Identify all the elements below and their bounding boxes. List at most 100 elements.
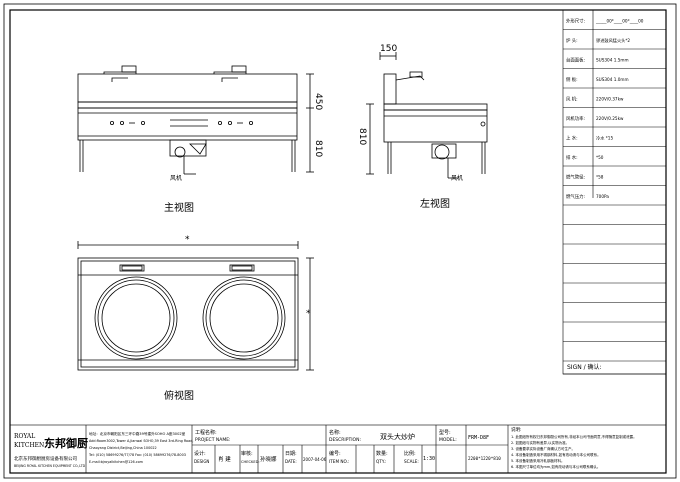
spec-row-value: _____00*____00*____00 bbox=[595, 19, 644, 24]
knob bbox=[248, 121, 253, 126]
left-fan bbox=[434, 144, 450, 160]
company-phone: Tel: (010) 58699276/77/78 Fax: (010) 586… bbox=[88, 453, 186, 457]
note-line: 5. 本设备制造采用冷轧钢板材料。 bbox=[511, 458, 564, 463]
address-en-2: Chaoyang District,Beijing,China 100022 bbox=[89, 446, 157, 450]
check-value: 孙晓娜 bbox=[260, 455, 277, 463]
item-label-en: ITEM NO.: bbox=[329, 459, 349, 464]
project-label: 工程名称: bbox=[195, 429, 217, 436]
front-dim-lower: 810 bbox=[313, 140, 323, 157]
top-view-title: 俯视图 bbox=[164, 389, 194, 402]
model-label: 型号: bbox=[439, 429, 451, 436]
address-cn: 地址：北京市朝阳区东三环中路39号建外SOHO A座3002室 bbox=[89, 431, 186, 436]
front-backsplash bbox=[77, 73, 298, 103]
left-dim-top: 150 bbox=[380, 44, 397, 54]
model-value: FRM-D8F bbox=[468, 435, 489, 441]
qty-label-en: QTY.: bbox=[376, 459, 386, 464]
design-value: 肖 建 bbox=[218, 455, 231, 463]
left-worktop bbox=[383, 103, 488, 111]
company-line: 北京东邦御厨厨房设备有限公司 bbox=[14, 455, 77, 462]
top-view bbox=[77, 241, 314, 371]
front-faucet-spout-right bbox=[221, 77, 238, 82]
spec-row-label: 燃气管径: bbox=[566, 174, 585, 181]
spec-row-value: 锣进鼓风猛火头*2 bbox=[596, 37, 630, 44]
knob bbox=[217, 121, 222, 126]
spec-row-value: SUS304 1.0mm bbox=[596, 77, 629, 82]
top-dim-depth: * bbox=[306, 309, 311, 319]
spec-row-label: 台面面板: bbox=[566, 57, 585, 64]
company-line-en: BEIJING ROYAL KITCHEN EQUIPMENT CO.,LTD bbox=[14, 464, 86, 468]
top-dim-width: * bbox=[185, 235, 190, 245]
note-line: 6. 本图尺寸单位均为mm,如有改动请与本公司联系确认。 bbox=[511, 464, 600, 469]
top-wok-left bbox=[94, 276, 178, 360]
spec-sign: SIGN / 确认: bbox=[567, 363, 602, 371]
company-cn-logo: 东邦御厨 bbox=[44, 436, 88, 450]
note-line: 3. 设备要求实际设备厂商确认方可生产。 bbox=[511, 446, 575, 451]
front-faucet-body-right bbox=[231, 65, 247, 73]
spec-row-label: 风机功率: bbox=[566, 115, 585, 122]
spec-row-value: 220V/0.37kw bbox=[596, 97, 624, 102]
top-wok-right bbox=[202, 276, 286, 360]
left-backsplash bbox=[383, 73, 397, 105]
date-label-en: DATE: bbox=[285, 459, 297, 464]
front-fan bbox=[169, 139, 207, 157]
scale-value: 1:30 bbox=[423, 456, 435, 462]
front-view bbox=[77, 65, 314, 175]
size-value: 2200*1220*810 bbox=[468, 456, 501, 461]
spec-row-value: 冷水 *15 bbox=[596, 135, 613, 142]
scale-label: 比例: bbox=[404, 450, 416, 457]
qty-label: 数量: bbox=[376, 450, 388, 457]
spec-row-label: 外形尺寸: bbox=[566, 18, 585, 25]
check-label-en: CHECKED: bbox=[241, 460, 260, 464]
front-faucet-left bbox=[103, 71, 137, 74]
knob bbox=[227, 121, 232, 126]
top-faucet-left bbox=[119, 264, 145, 272]
left-view-title: 左视图 bbox=[420, 197, 450, 210]
title-block bbox=[9, 424, 667, 474]
spec-row-value: *58 bbox=[596, 175, 604, 180]
left-dim-height: 810 bbox=[357, 128, 367, 145]
front-dim-upper: 450 bbox=[313, 93, 323, 110]
front-view-title: 主视图 bbox=[164, 201, 194, 214]
design-label-en: DESIGN bbox=[194, 459, 209, 464]
spec-row-value: 220V/0.25kw bbox=[596, 116, 624, 121]
front-worktop bbox=[77, 101, 298, 109]
design-label: 设计: bbox=[194, 450, 206, 457]
spec-row-value: SUS304 1.5mm bbox=[596, 58, 629, 63]
company-en-2: KITCHEN bbox=[14, 442, 44, 449]
model-label-en: MODEL: bbox=[439, 437, 457, 443]
left-view bbox=[366, 52, 488, 179]
date-label: 日期: bbox=[285, 451, 297, 457]
spec-row-value: 700Pa bbox=[596, 194, 609, 199]
project-label-en: PROJECT NAME: bbox=[195, 437, 231, 443]
note-line: 4. 本设备制造采用不锈钢材料,如有改动请与本公司联系。 bbox=[511, 452, 601, 457]
spec-table bbox=[562, 9, 667, 375]
front-fan-label: 风机 bbox=[170, 174, 182, 182]
front-faucet-right bbox=[213, 71, 247, 74]
desc-value: 双头大炒炉 bbox=[380, 432, 415, 441]
note-line: 1. 此图纸所有权归东邦御厨公司所有,非经本公司书面同意,不得随意复制或泄露。 bbox=[511, 434, 637, 439]
item-label: 编号: bbox=[329, 450, 341, 457]
left-fan-label: 风机 bbox=[451, 174, 463, 182]
spec-row-label: 排 水: bbox=[566, 154, 578, 161]
front-faucet-body-left bbox=[121, 65, 137, 73]
desc-label-en: DESCRIPTION: bbox=[329, 437, 361, 443]
spec-row-label: 燃气压力: bbox=[566, 193, 585, 200]
knob bbox=[140, 121, 145, 126]
left-faucet bbox=[395, 75, 425, 81]
note-line: 2. 如图纸与实物有差异,以实物为准。 bbox=[511, 440, 569, 445]
spec-row-label: 炉 头: bbox=[566, 37, 578, 44]
knob bbox=[110, 121, 115, 126]
scale-label-en: SCALE: bbox=[404, 459, 419, 464]
address-en: Add:Room3002,Tower A,Jianwai SOHO,39 Eas… bbox=[89, 439, 193, 443]
check-label: 审核: bbox=[241, 450, 253, 457]
spec-row-label: 风 机: bbox=[566, 96, 578, 103]
spec-row-value: *50 bbox=[596, 155, 604, 160]
spec-row-label: 侧 板: bbox=[566, 76, 578, 83]
left-panel bbox=[383, 109, 488, 143]
spec-row-label: 上 水: bbox=[566, 135, 578, 142]
spec-rows: 外形尺寸: _____00*____00*____00 炉 头: 锣进鼓风猛火头*2 台… bbox=[563, 18, 666, 362]
desc-label: 名称: bbox=[329, 429, 341, 436]
top-faucet-right bbox=[229, 264, 255, 272]
front-faucet-spout-left bbox=[111, 77, 128, 82]
